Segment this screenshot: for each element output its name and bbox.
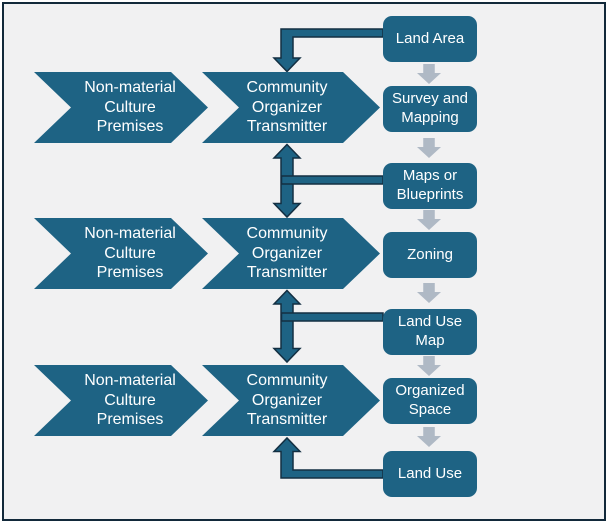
stage-box-organized-space: Organized Space [383, 378, 477, 424]
premise-chevron-1-label: Non-material Culture Premises [84, 79, 176, 136]
stage-box-zoning: Zoning [383, 232, 477, 278]
transmitter-chevron-2-label: Community Organizer Transmitter [246, 225, 328, 282]
transmitter-chevron-3-label: Community Organizer Transmitter [246, 372, 328, 429]
premise-chevron-1: Non-material Culture Premises [34, 72, 208, 143]
stage-box-land-area: Land Area [383, 16, 477, 62]
transmitter-chevron-3: Community Organizer Transmitter [202, 365, 380, 436]
stage-box-land-use: Land Use [383, 451, 477, 497]
stage-box-maps-or-blueprints: Maps or Blueprints [383, 163, 477, 209]
stage-box-survey-and-mapping: Survey and Mapping [383, 86, 477, 132]
premise-chevron-3-label: Non-material Culture Premises [84, 372, 176, 429]
premise-chevron-2-label: Non-material Culture Premises [84, 225, 176, 282]
stage-box-land-use-map: Land Use Map [383, 309, 477, 355]
transmitter-chevron-1-label: Community Organizer Transmitter [246, 79, 328, 136]
